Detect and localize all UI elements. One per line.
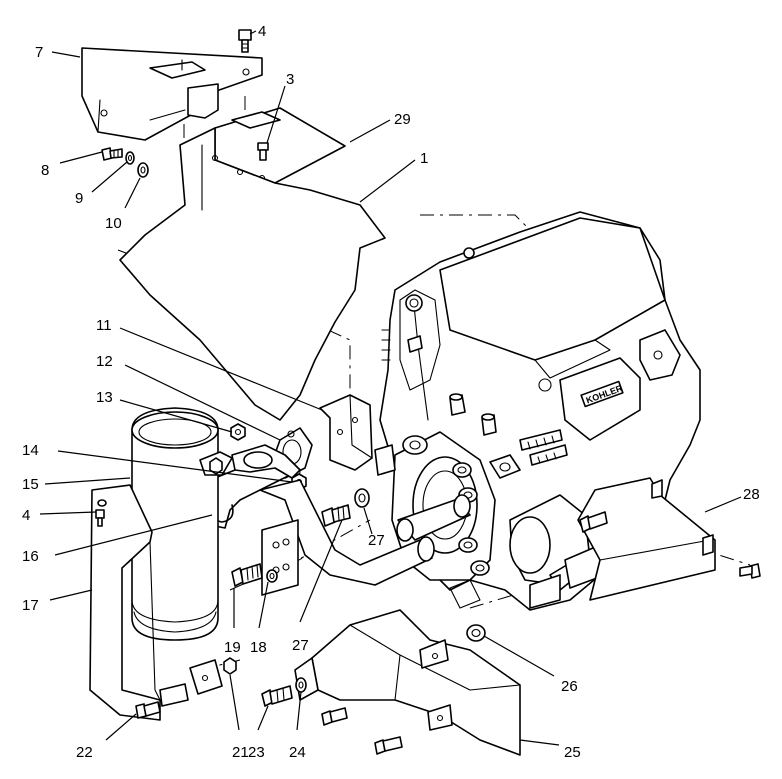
part-24-lower-guard <box>294 609 521 756</box>
guard-bolt-2 <box>374 736 403 755</box>
part-15-muffler <box>131 407 233 641</box>
callout-25: 26 <box>561 678 578 695</box>
callout-20: 21 <box>232 744 249 761</box>
part-1-shroud <box>119 127 386 421</box>
callout-22: 23 <box>248 744 265 761</box>
exhaust-flange <box>391 431 496 581</box>
callout-15: 15 <box>22 476 39 493</box>
part-20-nut-bracket <box>159 657 237 707</box>
part-9-washer <box>125 151 135 165</box>
part-4-bolt-top <box>238 29 252 53</box>
callout-11: 11 <box>96 317 112 334</box>
part-28-bolt-right <box>739 563 761 579</box>
callout-17: 17 <box>22 597 39 614</box>
callout-13: 13 <box>96 389 113 406</box>
callout-10: 10 <box>105 215 122 232</box>
callout-28: 28 <box>743 486 760 503</box>
callout-12: 12 <box>96 353 113 370</box>
callout-3: 3 <box>286 71 294 88</box>
callout-4-lower: 4 <box>22 507 30 524</box>
callout-7: 7 <box>35 44 43 61</box>
callout-24: 25 <box>564 744 581 761</box>
part-8-bolt <box>101 147 123 161</box>
callout-4-top: 4 <box>258 23 266 40</box>
callout-23: 24 <box>289 744 306 761</box>
part-11-bracket <box>319 394 396 476</box>
part-28-bolt-left <box>579 511 608 533</box>
part-7-bracket <box>81 47 263 141</box>
part-26-bolt <box>321 504 351 527</box>
part-19-bolt <box>231 563 263 587</box>
part-23-washer <box>295 677 307 693</box>
guard-bolt-1 <box>321 707 348 726</box>
part-3-screw <box>257 142 269 161</box>
callout-29: 29 <box>394 111 411 128</box>
part-13-nut <box>230 423 246 441</box>
callout-14: 14 <box>22 442 39 459</box>
part-10-washer <box>137 162 149 178</box>
part-4-bolt-lower <box>95 509 105 527</box>
callout-19: 19 <box>224 639 241 656</box>
callout-21: 22 <box>76 744 93 761</box>
part-21-bolt <box>135 701 161 719</box>
part-28-shield <box>577 477 716 601</box>
part-17-heat-shield <box>89 484 161 721</box>
callout-26: 27 <box>292 637 309 654</box>
callout-16: 16 <box>22 548 39 565</box>
callout-8: 8 <box>41 162 49 179</box>
callout-labels: 4 7 3 29 1 8 9 10 11 12 13 14 15 4 16 17… <box>22 23 760 761</box>
part-22-bolt <box>261 685 293 707</box>
callout-27: 27 <box>368 532 385 549</box>
callout-1: 1 <box>420 150 428 167</box>
part-27-washer <box>354 488 370 508</box>
callout-9: 9 <box>75 190 83 207</box>
leader-lines <box>39 30 742 746</box>
callout-18: 18 <box>250 639 267 656</box>
part-25-washer <box>466 624 486 642</box>
